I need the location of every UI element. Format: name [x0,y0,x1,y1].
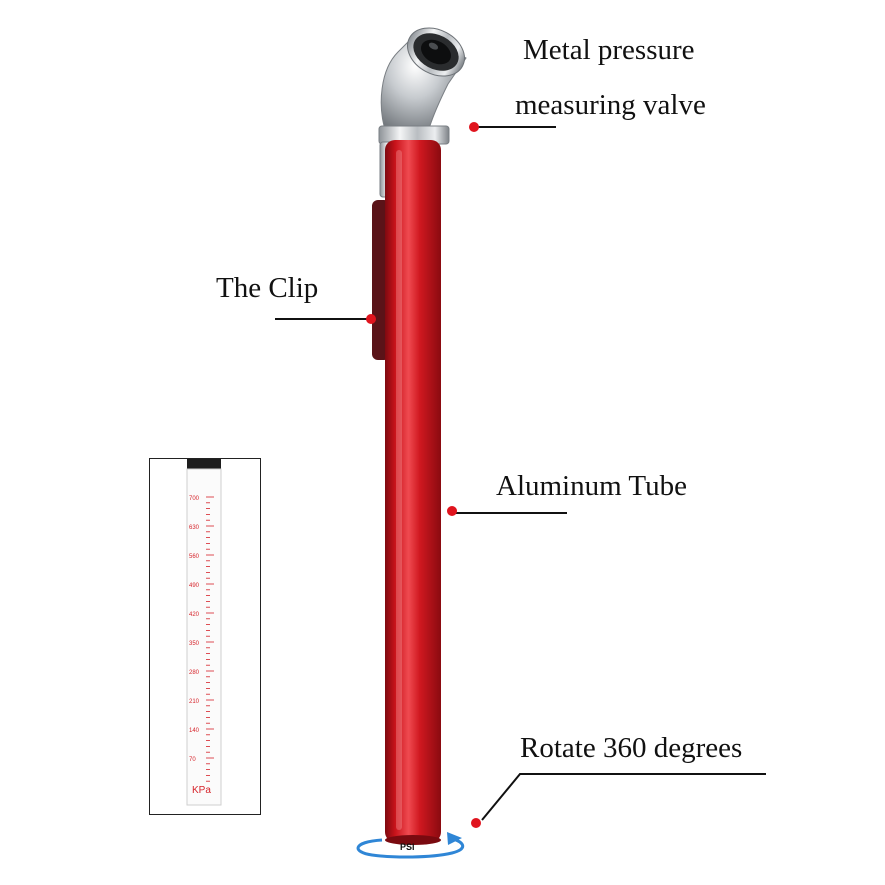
tube-marker [447,506,457,516]
valve-marker [469,122,479,132]
valve-head [378,27,467,145]
gauge-scale: 700 630 560 490 420 350 280 210 140 70 KPa [186,459,222,806]
kpa-unit-label: KPa [192,785,211,796]
valve-label-line1: Metal pressure [523,34,695,66]
kpa-tick-label: 700 [189,496,200,502]
kpa-tick-label: 70 [189,757,196,763]
rotate-leader-line [481,773,766,821]
clip-marker [366,314,376,324]
tube-leader-line [455,512,567,514]
kpa-tick-label: 560 [189,554,200,560]
rotate-marker [471,818,481,828]
kpa-tick-label: 140 [189,728,200,734]
aluminum-tube [385,140,441,845]
valve-leader-line [478,126,556,128]
tube-label: Aluminum Tube [496,470,687,502]
clip-label: The Clip [216,272,319,304]
rotate-label: Rotate 360 degrees [520,732,743,764]
kpa-tick-label: 210 [189,699,200,705]
rotate-arrow-icon: PSI [356,832,465,859]
kpa-tick-label: 280 [189,670,200,676]
kpa-tick-label: 420 [189,612,200,618]
clip-leader-line [275,318,370,320]
scale-inset: 700 630 560 490 420 350 280 210 140 70 KPa [149,458,261,815]
kpa-tick-label: 490 [189,583,200,589]
kpa-tick-label: 350 [189,641,200,647]
valve-label-line2: measuring valve [515,89,706,121]
kpa-tick-label: 630 [189,525,200,531]
svg-text:PSI: PSI [400,842,415,852]
